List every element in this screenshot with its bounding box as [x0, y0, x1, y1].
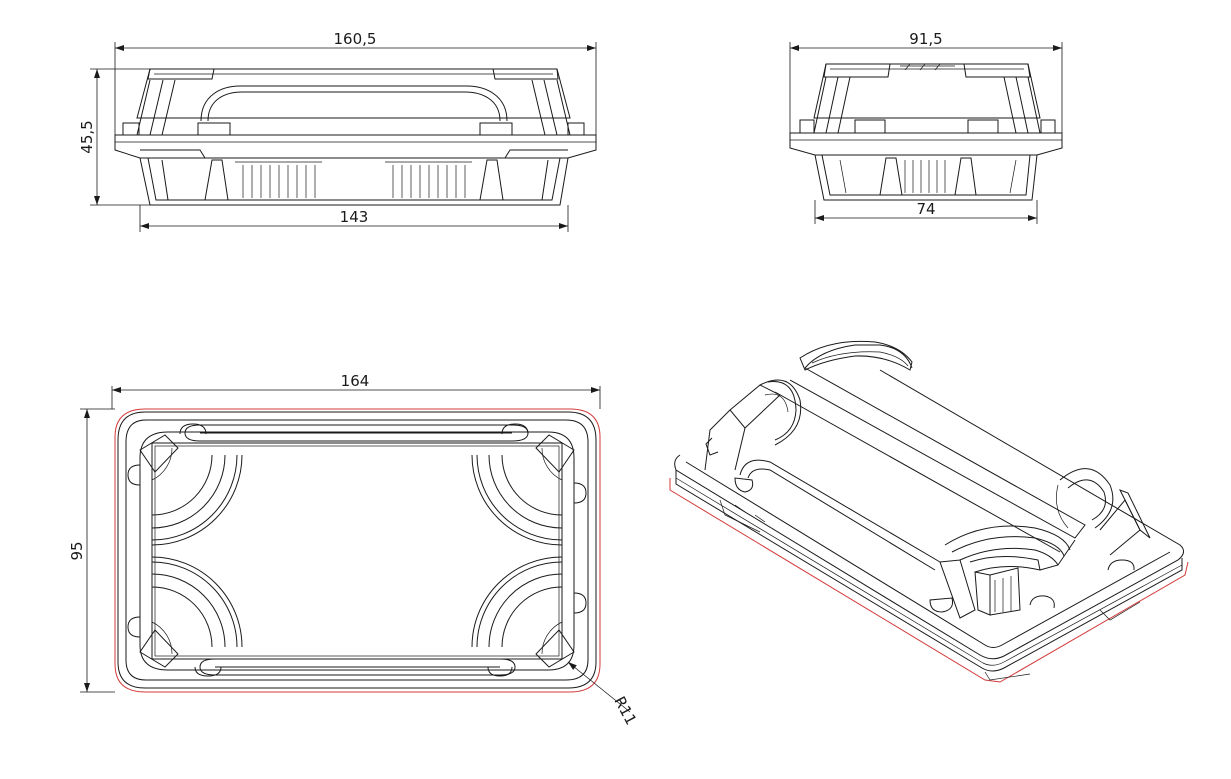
- dim-side-overall-width: 91,5: [789, 30, 1063, 133]
- dim-label-side-base-width: 74: [916, 200, 935, 218]
- dim-side-base-width: 74: [814, 200, 1038, 224]
- dim-label-top-width: 95: [68, 541, 86, 560]
- dim-front-overall-width: 160,5: [114, 30, 597, 135]
- front-view: 160,5 143 45,5: [78, 30, 597, 232]
- dim-label-top-radius: R11: [610, 693, 640, 728]
- dim-label-front-height: 45,5: [78, 120, 96, 153]
- corner-ring-top-right: [471, 434, 575, 546]
- front-ribs-right: [385, 161, 472, 198]
- dim-top-width: 95: [68, 408, 115, 693]
- side-view: 91,5 74: [789, 30, 1063, 224]
- isometric-view: [669, 340, 1189, 683]
- dim-top-length: 164: [111, 372, 601, 409]
- dim-label-top-length: 164: [341, 372, 370, 390]
- front-ribs-left: [235, 161, 322, 198]
- dim-label-front-base-width: 143: [340, 208, 369, 226]
- corner-ring-top-left: [139, 434, 243, 546]
- dim-top-radius: R11: [567, 661, 640, 728]
- top-view: 164 95 R11: [68, 372, 640, 728]
- dim-front-base-width: 143: [139, 205, 569, 232]
- corner-ring-bottom-right: [471, 556, 575, 668]
- dim-label-side-overall-width: 91,5: [909, 30, 942, 48]
- dim-label-front-overall-width: 160,5: [334, 30, 377, 48]
- corner-ring-bottom-left: [139, 556, 243, 668]
- dim-front-height: 45,5: [78, 68, 150, 206]
